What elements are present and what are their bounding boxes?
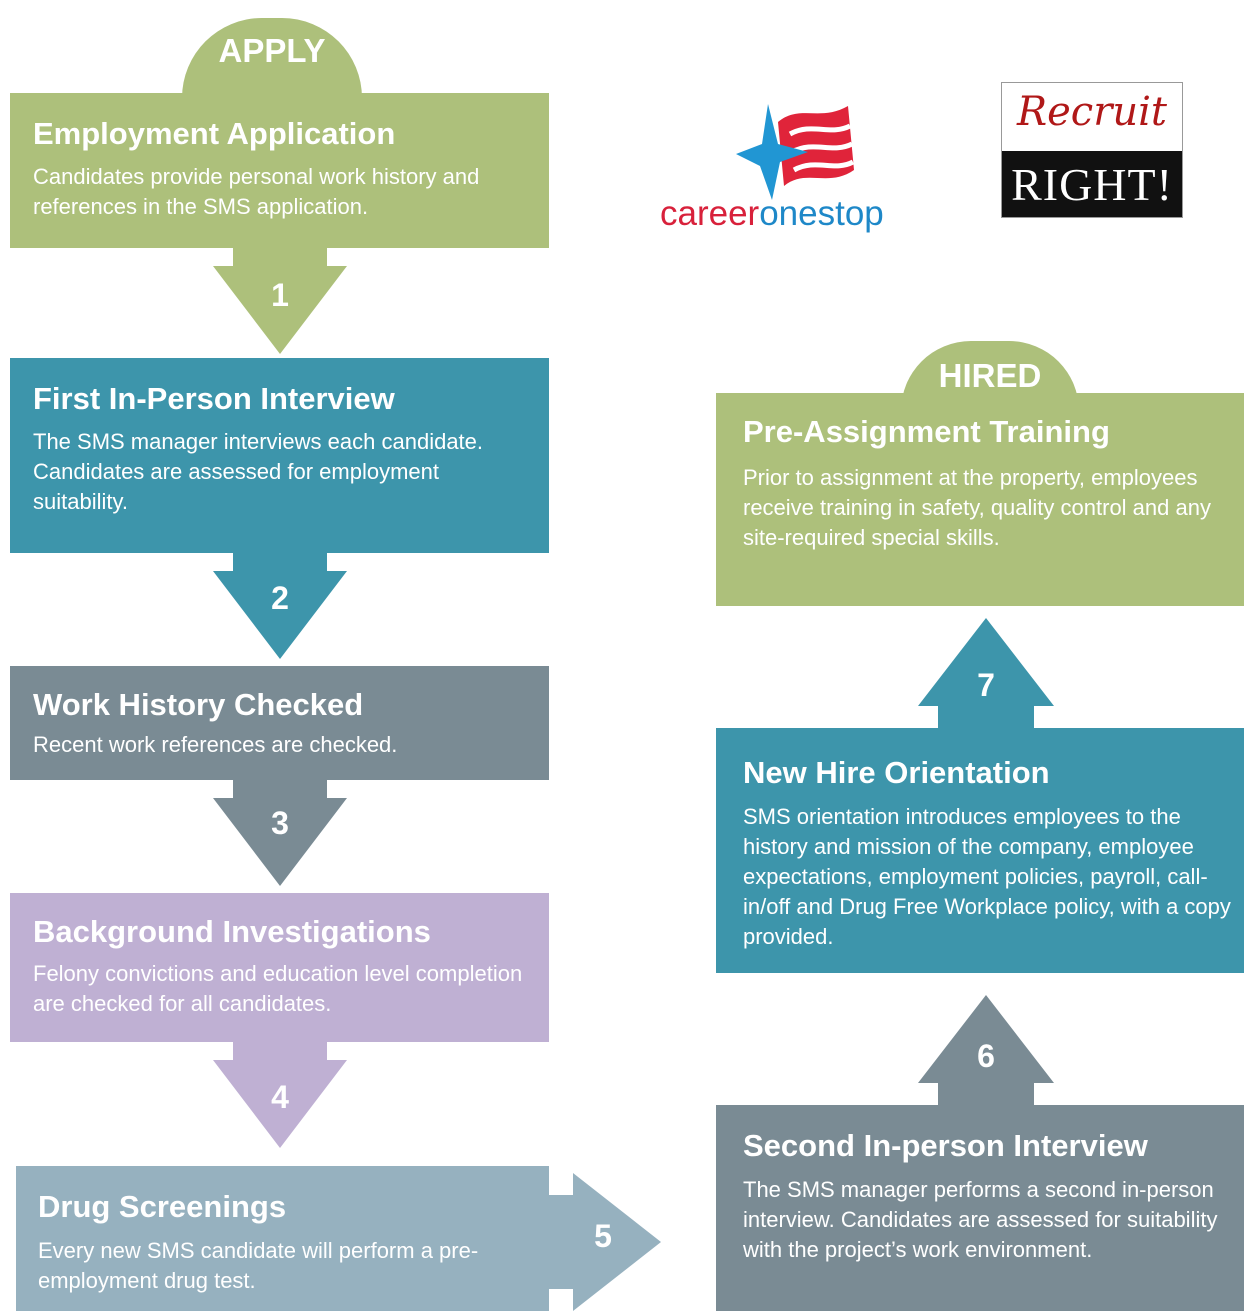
arrow-up-6: 6 <box>918 995 1054 1105</box>
apply-tab: APPLY <box>182 18 362 98</box>
background-title: Background Investigations <box>33 914 431 949</box>
arrow-down-2: 2 <box>213 553 347 659</box>
second-interview-box: Second In-person Interview The SMS manag… <box>716 1105 1244 1311</box>
drug-screenings-box: Drug Screenings Every new SMS candidate … <box>16 1166 549 1311</box>
careeronestop-flag-star-icon <box>736 104 855 200</box>
second-interview-title: Second In-person Interview <box>743 1128 1148 1163</box>
first-interview-text: The SMS manager interviews each candidat… <box>33 429 484 514</box>
work-history-title: Work History Checked <box>33 687 364 722</box>
new-hire-orientation-box: New Hire Orientation SMS orientation int… <box>716 728 1244 973</box>
pre-assignment-training-title: Pre-Assignment Training <box>743 414 1110 449</box>
right-word-text: RIGHT! <box>1011 159 1173 210</box>
first-interview-title: First In-Person Interview <box>33 381 395 416</box>
arrow-number-7: 7 <box>977 667 995 703</box>
recruit-script-text: Recruit <box>1017 89 1167 135</box>
logo-onestop-text: onestop <box>759 194 884 233</box>
drug-screenings-text: Every new SMS candidate will perform a p… <box>38 1238 479 1293</box>
arrow-number-6: 6 <box>977 1038 995 1074</box>
arrow-down-3: 3 <box>213 780 347 886</box>
apply-tab-label: APPLY <box>218 32 326 69</box>
new-hire-orientation-text: SMS orientation introduces employees to … <box>743 804 1231 949</box>
arrow-right-5: 5 <box>549 1173 661 1311</box>
arrow-number-3: 3 <box>271 805 289 841</box>
background-box: Background Investigations Felony convict… <box>10 893 549 1042</box>
employment-application-title: Employment Application <box>33 116 396 151</box>
arrow-number-2: 2 <box>271 580 289 616</box>
arrow-number-4: 4 <box>271 1079 289 1115</box>
second-interview-text: The SMS manager performs a second in-per… <box>743 1177 1218 1262</box>
employment-application-text: Candidates provide personal work history… <box>33 164 480 219</box>
work-history-box: Work History Checked Recent work referen… <box>10 666 549 780</box>
arrow-number-1: 1 <box>271 277 289 313</box>
careeronestop-logo: careeronestop <box>660 98 930 238</box>
arrow-down-1: 1 <box>213 248 347 354</box>
employment-application-box: Employment Application Candidates provid… <box>10 93 549 248</box>
background-text: Felony convictions and education level c… <box>33 961 523 1016</box>
recruit-right-logo: Recruit RIGHT! <box>1001 82 1183 218</box>
pre-assignment-training-text: Prior to assignment at the property, emp… <box>743 465 1211 550</box>
pre-assignment-training-box: Pre-Assignment Training Prior to assignm… <box>716 393 1244 606</box>
hired-tab-label: HIRED <box>938 357 1042 394</box>
first-interview-box: First In-Person Interview The SMS manage… <box>10 358 549 553</box>
arrow-number-5: 5 <box>594 1218 612 1254</box>
arrow-up-7: 7 <box>918 618 1054 730</box>
arrow-down-4: 4 <box>213 1042 347 1148</box>
new-hire-orientation-title: New Hire Orientation <box>743 755 1050 790</box>
logo-career-text: career <box>660 194 760 233</box>
drug-screenings-title: Drug Screenings <box>38 1189 287 1224</box>
work-history-text: Recent work references are checked. <box>33 732 398 757</box>
